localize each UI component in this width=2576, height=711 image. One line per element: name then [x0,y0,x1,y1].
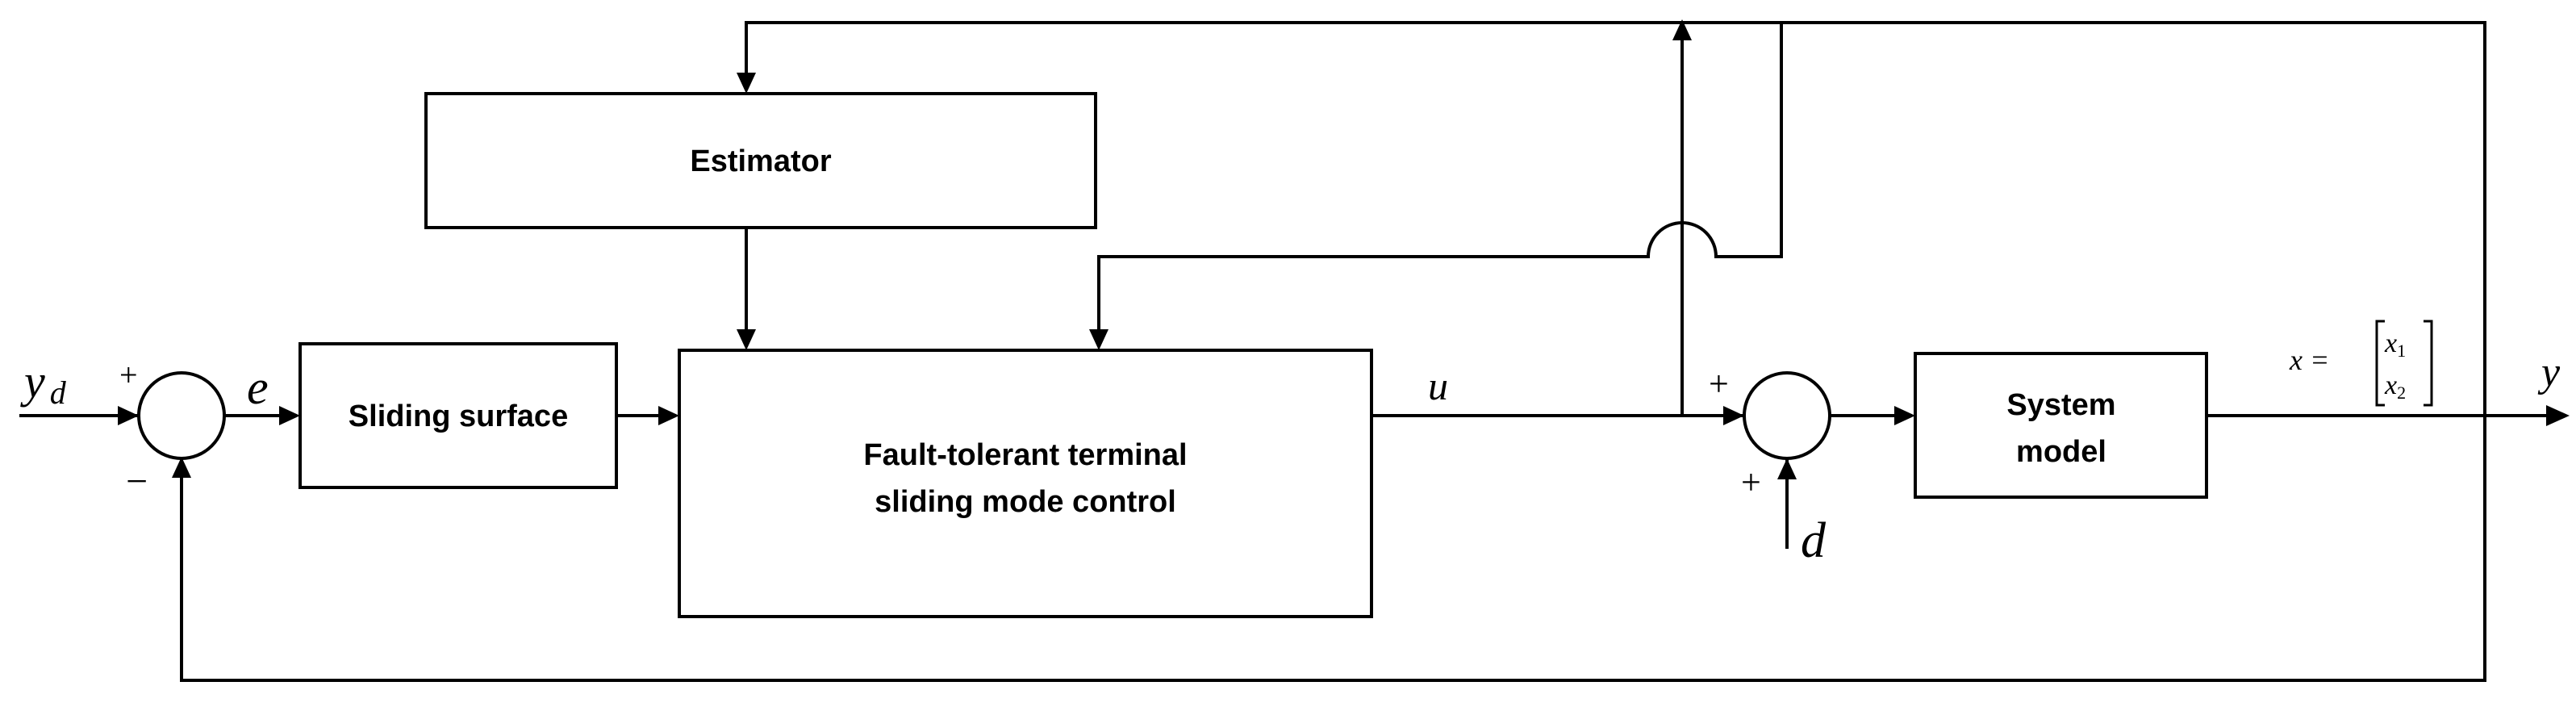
state-vector-bracket-right [2424,320,2433,407]
summing-junction-1 [137,371,226,460]
estimator-block: Estimator [424,92,1097,229]
arrowheads [118,19,2570,479]
disturbance-label: d [1801,513,1827,568]
sliding-surface-label: Sliding surface [349,399,568,433]
arrowhead-control-tap-up [1672,19,1692,40]
arrowhead-sum1-feedback [172,457,191,478]
arrowhead-sliding-surface-input [279,406,300,425]
arrowhead-estimator-input [737,73,756,94]
arrowhead-controller-top-estimator [737,329,756,350]
controller-label-line2: sliding mode control [875,485,1176,519]
controller-block: Fault-tolerant terminal sliding mode con… [678,349,1373,618]
system-label-line2: model [2016,435,2106,469]
output-label: y [2537,349,2561,395]
system-model-block: System model [1914,352,2208,499]
summing-junction-2 [1743,371,1831,460]
secondary-feedback-wire [1097,23,1783,347]
sum2-plus-left-sign: + [1709,364,1729,404]
arrowhead-sum2-input [1723,406,1744,425]
error-label: e [247,361,269,414]
system-label-line1: System [2006,388,2115,422]
output-feedback-wire [180,416,2486,682]
state-vector-lhs: x = [2289,344,2329,376]
state-vector-bracket-left [2375,320,2385,407]
sum1-plus-sign: + [119,357,138,393]
arrowhead-controller-input [658,406,679,425]
control-label: u [1428,363,1448,408]
arrowhead-output [2546,405,2570,426]
sum1-minus-sign: − [126,460,148,503]
estimator-label: Estimator [690,144,831,178]
controller-label-line1: Fault-tolerant terminal [863,438,1187,472]
arrowhead-system-input [1894,406,1915,425]
state-x2: x2 [2384,370,2406,403]
state-vector-label: x = x1 x2 [2289,320,2433,407]
arrowhead-controller-top-feedback [1089,329,1108,350]
state-x1: x1 [2384,328,2406,361]
arrowhead-sum1-input [118,406,139,425]
sum2-plus-bottom-sign: + [1741,462,1761,502]
arrowhead-disturbance [1777,458,1797,479]
sliding-surface-block: Sliding surface [299,342,618,489]
state-feedback-wire [745,21,2486,416]
